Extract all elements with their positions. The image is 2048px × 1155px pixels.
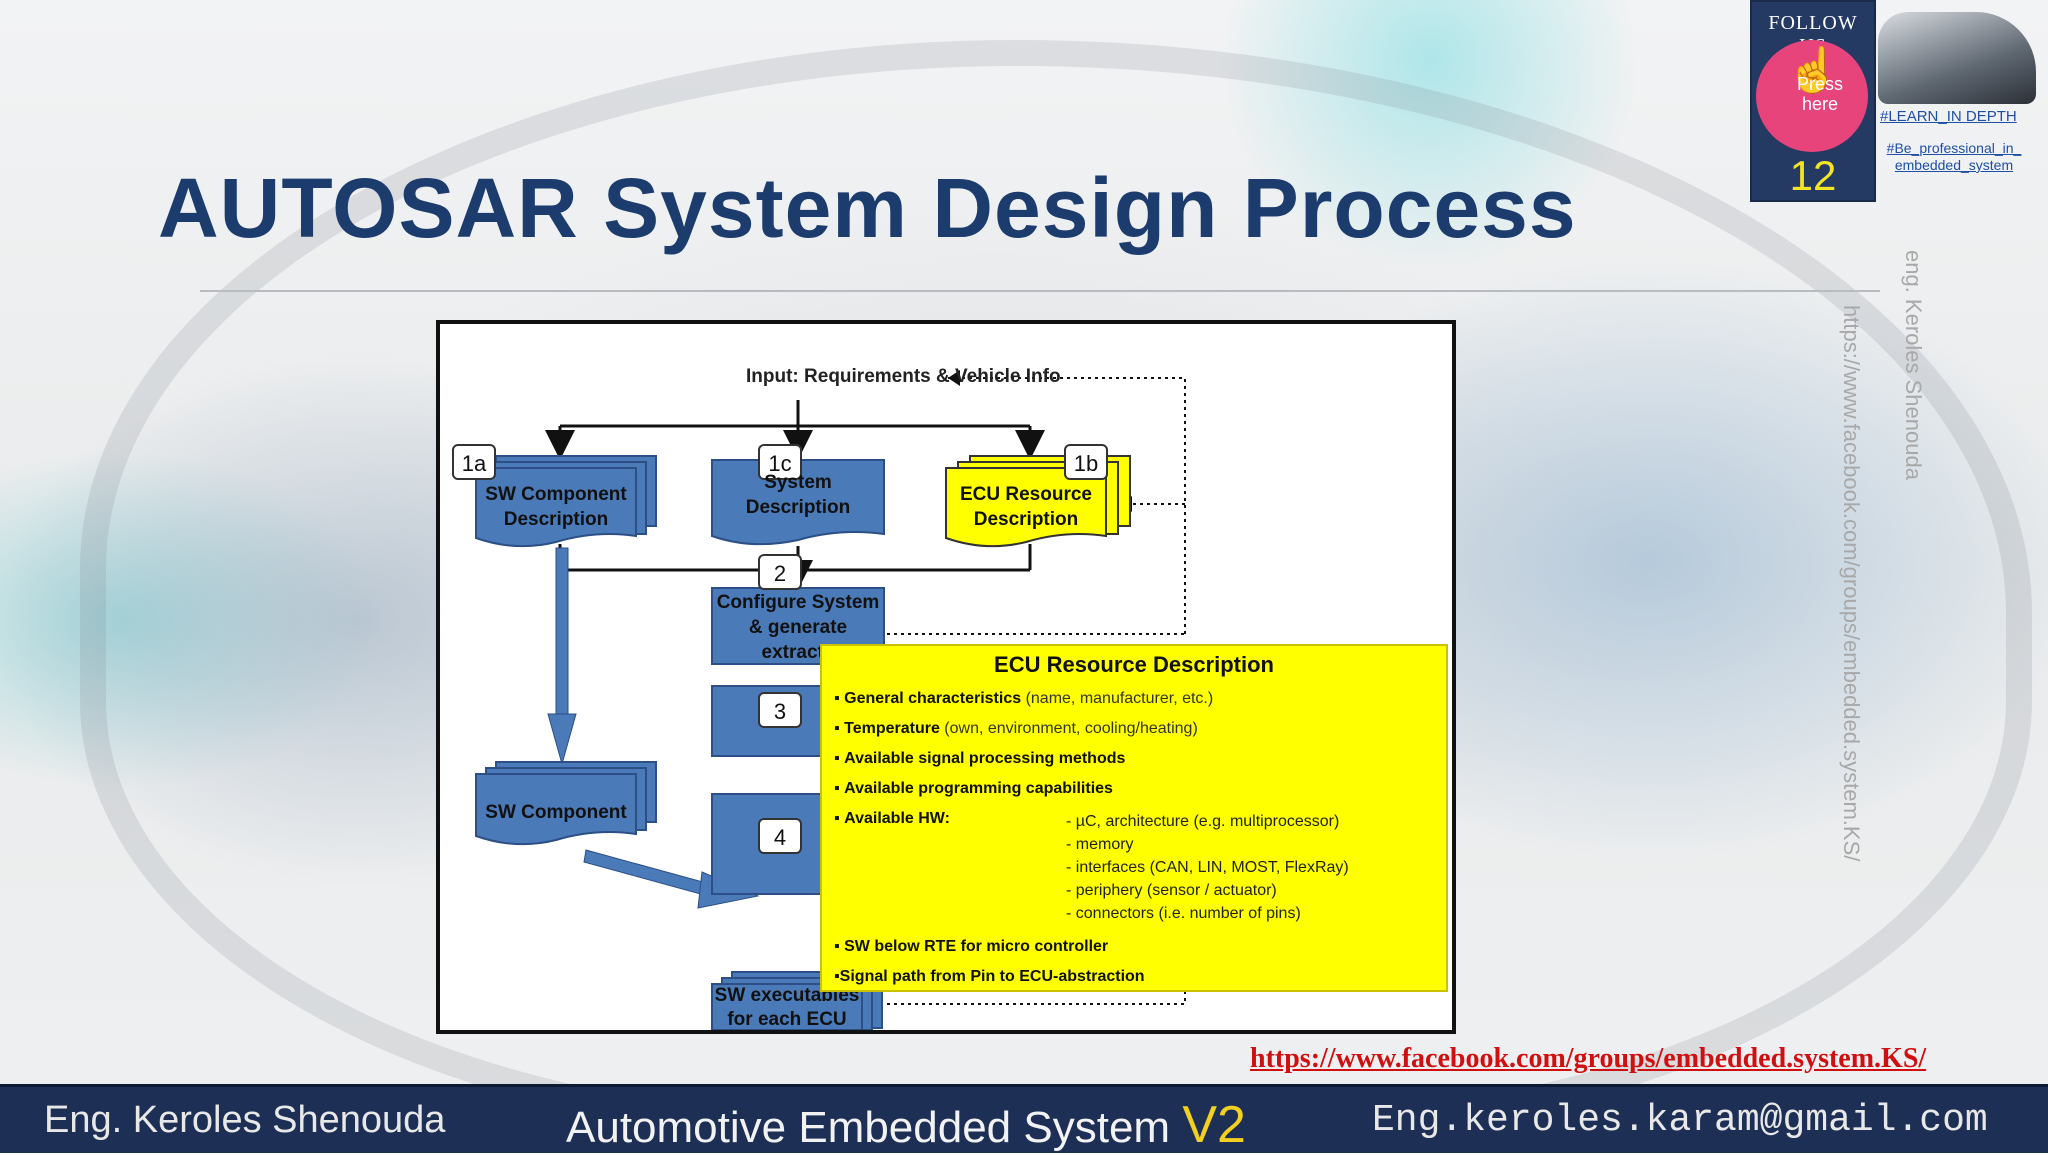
author-watermark: eng. Keroles Shenouda: [1901, 250, 1926, 480]
facebook-group-link[interactable]: https://www.facebook.com/groups/embedded…: [1250, 1043, 1927, 1074]
title-divider: [200, 290, 1880, 292]
configure-system-box: Configure System & generate extracts: [716, 592, 880, 663]
ecu-resource-callout: ECU Resource Description ▪ General chara…: [820, 644, 1448, 992]
hw-item: - interfaces (CAN, LIN, MOST, FlexRay): [1066, 859, 1349, 876]
press-here-label: Press here: [1796, 74, 1843, 114]
hw-item: - periphery (sensor / actuator): [1066, 882, 1277, 899]
step-3-tag: 3: [758, 692, 802, 728]
course-name: Automotive Embedded System: [566, 1103, 1183, 1152]
url-watermark: https://www.facebook.com/groups/embedded…: [1839, 305, 1864, 862]
ecu-resource-description-box: ECU Resource Description: [960, 484, 1092, 530]
callout-row: ▪ Available signal processing methods: [834, 750, 1126, 767]
footer-bar: Eng. Keroles Shenouda Automotive Embedde…: [0, 1084, 2048, 1155]
slide-title: AUTOSAR System Design Process: [158, 161, 1577, 255]
callout-row: ▪ SW below RTE for micro controller: [834, 938, 1109, 955]
step-2-tag: 2: [758, 554, 802, 590]
hashtag-learn-in-depth[interactable]: #LEARN_IN DEPTH: [1880, 108, 2017, 125]
follow-count: 12: [1789, 152, 1837, 199]
hw-item: - µC, architecture (e.g. multiprocessor): [1066, 813, 1340, 830]
callout-row: ▪ Available HW:: [834, 810, 950, 827]
hw-item: - connectors (i.e. number of pins): [1066, 905, 1301, 922]
step-1c-tag: 1c: [758, 444, 802, 480]
hw-item: - memory: [1066, 836, 1134, 853]
step-4-tag: 4: [758, 818, 802, 854]
sw-component-box: SW Component: [485, 802, 627, 823]
course-version: V2: [1182, 1096, 1246, 1154]
callout-row: ▪ Available programming capabilities: [834, 780, 1113, 797]
press-here-button[interactable]: ☝ Press here: [1756, 40, 1868, 152]
step-1a-tag: 1a: [452, 444, 496, 480]
callout-title: ECU Resource Description: [994, 652, 1274, 677]
autosar-process-diagram: Input: Requirements & Vehicle Info 1a 1c…: [436, 320, 1456, 1034]
follow-us-widget[interactable]: FOLLOW US ☝ Press here 12: [1750, 0, 1876, 202]
system-description-box: System Description: [745, 472, 851, 518]
pointing-hand-icon: ☝: [1786, 46, 1841, 95]
input-requirements-label: Input: Requirements & Vehicle Info: [746, 366, 1061, 387]
hashtag-be-professional[interactable]: #Be_professional_in_ embedded_system: [1886, 140, 2022, 173]
footer-email: Eng.keroles.karam@gmail.com: [1372, 1099, 1988, 1142]
car-thumbnail-image: [1878, 12, 2036, 104]
callout-row: ▪ Temperature (own, environment, cooling…: [834, 720, 1198, 737]
sw-component-description-box: SW Component Description: [485, 484, 627, 530]
hw-list: - µC, architecture (e.g. multiprocessor)…: [1066, 810, 1349, 925]
step-1b-tag: 1b: [1064, 444, 1108, 480]
footer-course-title: Automotive Embedded System V2: [566, 1095, 1246, 1155]
footer-author: Eng. Keroles Shenouda: [44, 1099, 446, 1141]
callout-row: ▪Signal path from Pin to ECU-abstraction: [834, 968, 1145, 985]
callout-row: ▪ General characteristics (name, manufac…: [834, 690, 1214, 707]
